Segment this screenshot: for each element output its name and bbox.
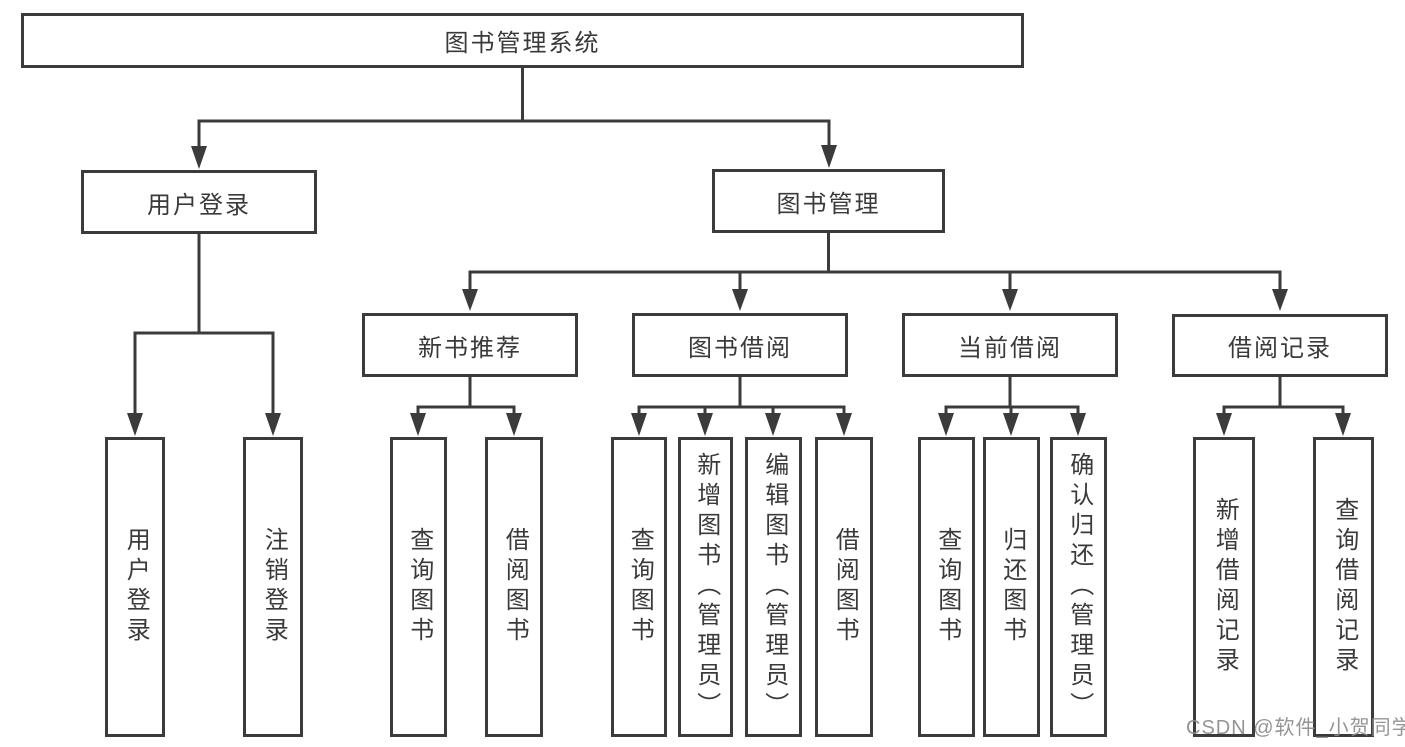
leaf-newbook-borrow: 借阅图书 — [485, 437, 543, 737]
node-book-mgmt-group-label: 图书管理 — [776, 190, 881, 218]
leaf-newbook-query: 查询图书 — [390, 437, 447, 737]
leaf-user-login-label: 用户登录 — [122, 527, 150, 647]
node-borrow-records-label: 借阅记录 — [1228, 335, 1332, 362]
leaf-borrow-query: 查询图书 — [611, 437, 667, 737]
leaf-records-query: 查询借阅记录 — [1313, 437, 1374, 737]
leaf-borrow-edit: 编辑图书（管理员） — [745, 437, 802, 737]
leaf-newbook-borrow-label: 借阅图书 — [501, 527, 529, 647]
node-root-label: 图书管理系统 — [444, 30, 601, 57]
leaf-user-login: 用户登录 — [105, 437, 165, 737]
leaf-newbook-query-label: 查询图书 — [405, 527, 433, 647]
node-book-borrow: 图书借阅 — [632, 313, 848, 377]
leaf-borrow-add: 新增图书（管理员） — [678, 437, 733, 737]
leaf-current-return: 归还图书 — [983, 437, 1040, 737]
leaf-borrow-add-label: 新增图书（管理员） — [692, 452, 720, 722]
node-root: 图书管理系统 — [21, 13, 1024, 68]
node-book-borrow-label: 图书借阅 — [688, 334, 792, 362]
watermark: CSDN @软件_小贺同学 — [1186, 717, 1405, 739]
leaf-borrow-borrow-label: 借阅图书 — [831, 527, 859, 647]
leaf-current-return-label: 归还图书 — [998, 527, 1026, 647]
connector-bookmgmt-to-level3 — [468, 233, 1282, 292]
node-current-borrow: 当前借阅 — [902, 313, 1118, 377]
leaf-current-confirm: 确认归还（管理员） — [1050, 437, 1107, 737]
connector-currentborrow-to-leaves — [944, 377, 1080, 416]
connector-borrowrecords-to-leaves — [1222, 377, 1345, 416]
leaf-logout-label: 注销登录 — [260, 527, 288, 647]
node-book-mgmt-group: 图书管理 — [712, 169, 945, 233]
leaf-logout: 注销登录 — [243, 437, 303, 737]
leaf-records-add: 新增借阅记录 — [1193, 437, 1255, 737]
connector-userlogin-to-leaves — [133, 234, 275, 416]
leaf-current-query-label: 查询图书 — [933, 527, 961, 647]
connector-bookborrow-to-leaves — [637, 377, 846, 416]
leaf-current-query: 查询图书 — [918, 437, 975, 737]
arrowheads — [127, 145, 1351, 436]
leaf-borrow-edit-label: 编辑图书（管理员） — [760, 452, 788, 722]
leaf-records-add-label: 新增借阅记录 — [1211, 497, 1239, 677]
leaf-records-query-label: 查询借阅记录 — [1330, 497, 1358, 677]
node-current-borrow-label: 当前借阅 — [958, 334, 1062, 362]
leaf-borrow-borrow: 借阅图书 — [815, 437, 873, 737]
node-new-book-rec: 新书推荐 — [362, 313, 578, 377]
node-new-book-rec-label: 新书推荐 — [418, 334, 522, 362]
leaf-borrow-query-label: 查询图书 — [626, 527, 654, 647]
leaf-current-confirm-label: 确认归还（管理员） — [1065, 452, 1093, 722]
node-borrow-records: 借阅记录 — [1172, 314, 1388, 377]
connector-newbookrec-to-leaves — [416, 377, 516, 416]
connector-root-to-level2 — [197, 68, 831, 150]
node-user-login-group-label: 用户登录 — [147, 191, 251, 219]
node-user-login-group: 用户登录 — [81, 170, 317, 234]
